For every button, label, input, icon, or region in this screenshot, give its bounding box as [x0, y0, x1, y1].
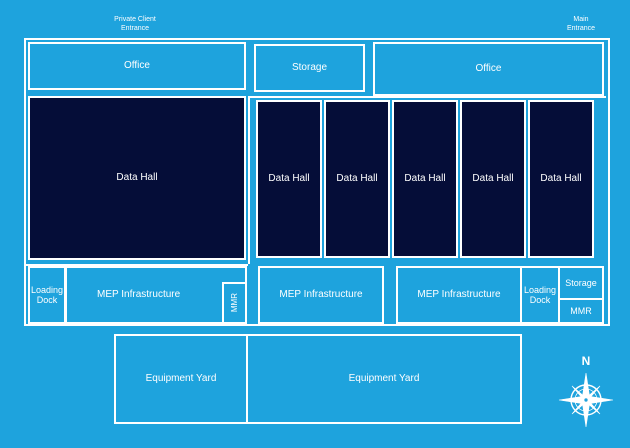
data-hall-1: Data Hall — [256, 100, 322, 258]
service-row-wall-left — [26, 264, 248, 266]
main-entrance-label: Main Entrance — [566, 16, 596, 32]
data-hall-4: Data Hall — [460, 100, 526, 258]
office-right: Office — [373, 42, 604, 96]
data-hall-5: Data Hall — [528, 100, 594, 258]
corridor-wall — [248, 96, 250, 264]
building-wall-bottom — [24, 324, 610, 326]
data-hall-3: Data Hall — [392, 100, 458, 258]
data-hall-large: Data Hall — [28, 96, 246, 260]
mmr-left-label: MMR — [229, 293, 239, 313]
loading-dock-right: Loading Dock — [520, 266, 560, 324]
office-left: Office — [28, 42, 246, 90]
north-label: N — [581, 354, 591, 368]
compass-rose-icon — [558, 372, 614, 428]
building-wall-right — [608, 38, 610, 326]
mep-infrastructure-3: MEP Infrastructure — [396, 266, 522, 324]
equipment-yard-2: Equipment Yard — [246, 334, 522, 424]
storage-top: Storage — [254, 44, 365, 92]
mmr-right: MMR — [558, 298, 604, 324]
corridor-wall-top — [250, 96, 606, 98]
data-hall-2: Data Hall — [324, 100, 390, 258]
mep-infrastructure-1: MEP Infrastructure — [65, 266, 247, 324]
building-wall-top — [24, 38, 610, 40]
mep-infrastructure-1-label: MEP Infrastructure — [97, 289, 181, 301]
private-client-entrance-label: Private Client Entrance — [114, 16, 156, 32]
building-wall-left — [24, 38, 26, 326]
mmr-left: MMR — [222, 282, 247, 324]
mep-infrastructure-2: MEP Infrastructure — [258, 266, 384, 324]
storage-right: Storage — [558, 266, 604, 300]
loading-dock-left: Loading Dock — [28, 266, 66, 324]
equipment-yard-1: Equipment Yard — [114, 334, 248, 424]
